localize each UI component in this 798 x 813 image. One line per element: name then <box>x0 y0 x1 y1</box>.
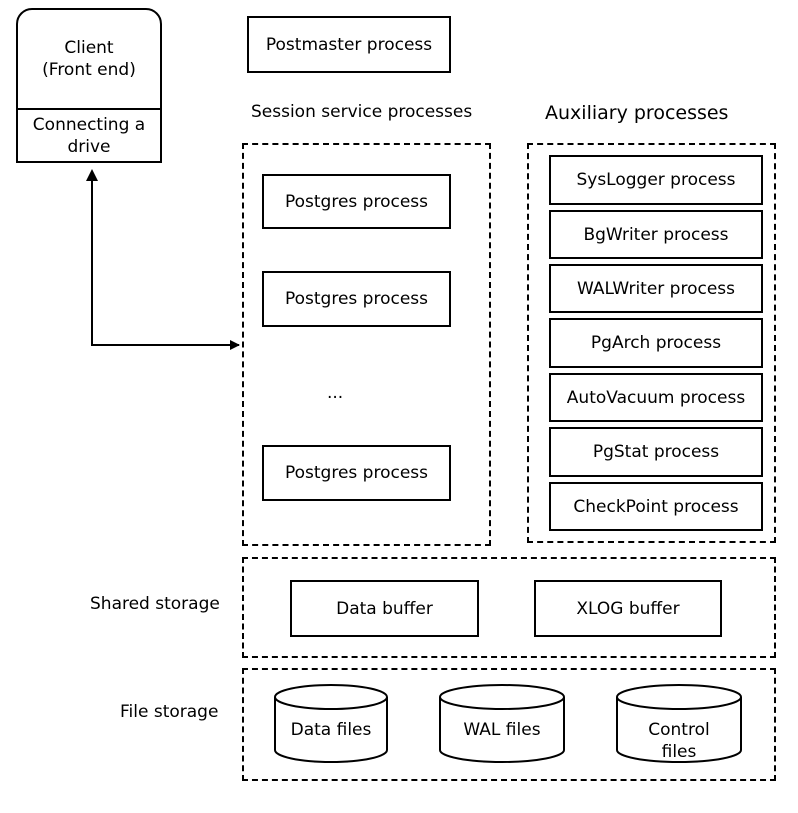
ellipsis: ... <box>327 383 344 403</box>
autovacuum-process: AutoVacuum process <box>549 373 763 422</box>
pgstat-process: PgStat process <box>549 427 763 477</box>
wal-files-cylinder <box>439 684 565 763</box>
syslogger-process: SysLogger process <box>549 155 763 205</box>
bgwriter-process: BgWriter process <box>549 210 763 259</box>
walwriter-process: WALWriter process <box>549 264 763 313</box>
data-buffer: Data buffer <box>290 580 479 637</box>
session-label: Session service processes <box>251 102 473 122</box>
postgres-process: Postgres process <box>262 271 451 327</box>
data-files-label: Data files <box>290 720 372 740</box>
arrow-head-up <box>86 169 98 181</box>
file-storage-container <box>242 668 776 781</box>
file-storage-label: File storage <box>120 702 219 722</box>
connection-arrow <box>91 175 240 350</box>
client-title: Client (Front end) <box>18 10 160 110</box>
pgarch-process: PgArch process <box>549 318 763 368</box>
client-box: Client (Front end) Connecting a drive <box>16 8 162 163</box>
auxiliary-label: Auxiliary processes <box>545 102 729 124</box>
control-files-label: Control files <box>648 720 710 762</box>
xlog-buffer: XLOG buffer <box>534 580 722 637</box>
postgres-process: Postgres process <box>262 174 451 229</box>
client-connecting-driver: Connecting a drive <box>32 114 146 157</box>
auxiliary-container <box>527 143 776 543</box>
data-files-cylinder <box>274 684 388 763</box>
session-container <box>242 143 491 546</box>
control-files-cylinder <box>616 684 742 763</box>
postmaster-process: Postmaster process <box>247 16 451 73</box>
checkpoint-process: CheckPoint process <box>549 482 763 531</box>
wal-files-label: WAL files <box>463 720 541 740</box>
shared-storage-container <box>242 557 776 658</box>
postgres-process: Postgres process <box>262 445 451 501</box>
shared-storage-label: Shared storage <box>90 594 220 614</box>
